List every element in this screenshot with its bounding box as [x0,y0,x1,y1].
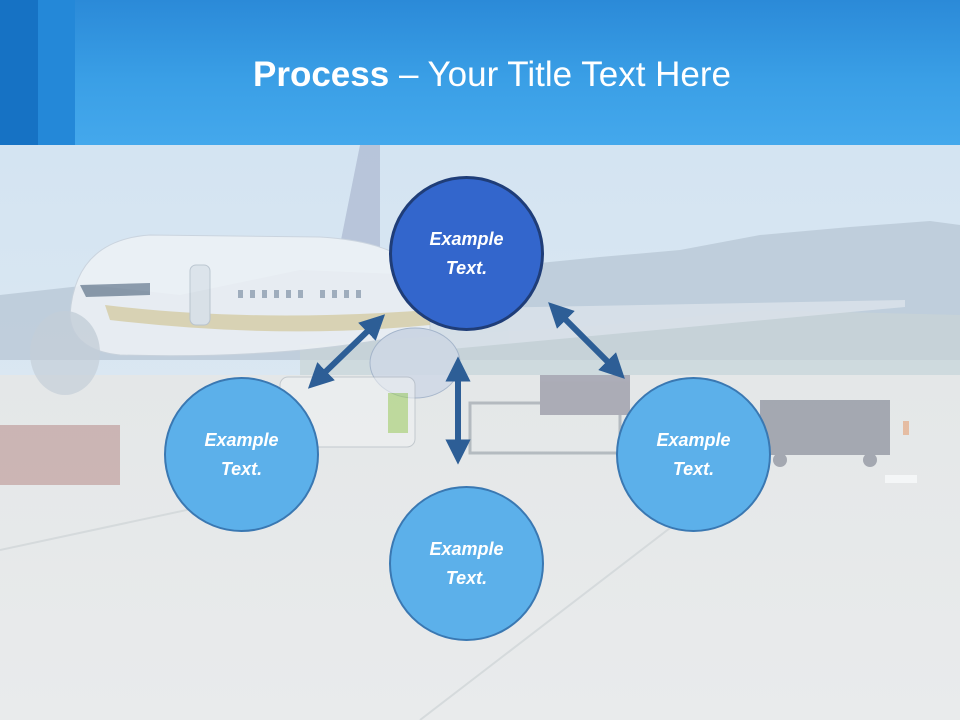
slide-title-bold: Process [253,55,390,94]
step-label-line1: Example [429,228,504,249]
process-step-left: Example Text. [164,377,319,532]
step-label-line1: Example [656,429,731,450]
step-label-line2: Text. [445,567,488,588]
process-step-bottom: Example Text. [389,486,544,641]
header-band: Process – Your Title Text Here [0,0,960,145]
header-accent-stripe [0,0,38,145]
step-label-line2: Text. [445,257,488,278]
step-label-line2: Text. [672,458,715,479]
header-accent-stripe [38,0,75,145]
step-label-line1: Example [429,538,504,559]
slide-title-rest: – Your Title Text Here [389,55,731,94]
step-label-line2: Text. [220,458,263,479]
process-step-top: Example Text. [389,176,544,331]
step-label-line1: Example [204,429,279,450]
process-step-right: Example Text. [616,377,771,532]
slide-title: Process – Your Title Text Here [0,52,960,98]
